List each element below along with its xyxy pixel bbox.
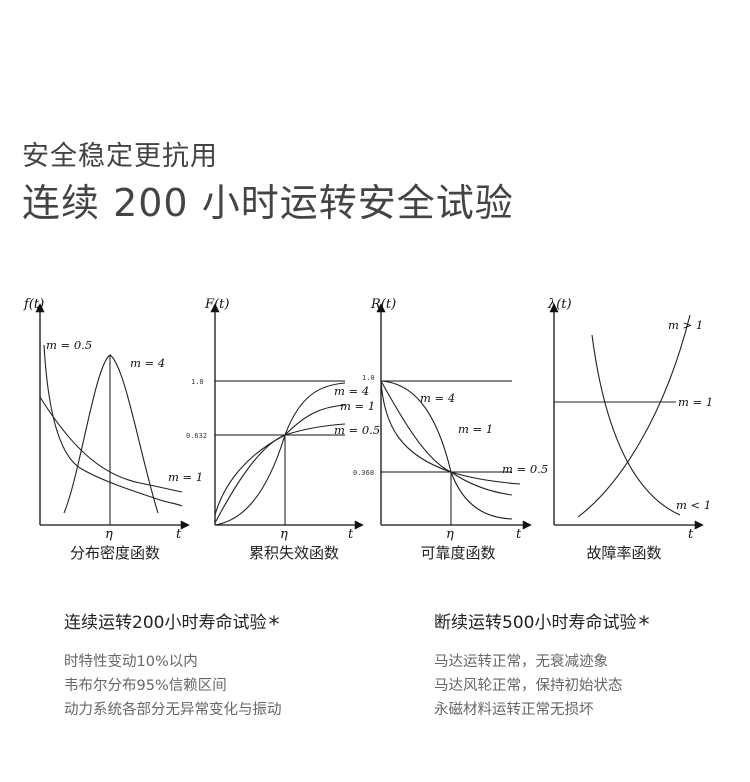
- series-curve: [39, 396, 183, 493]
- page-subtitle: 安全稳定更抗用: [22, 141, 218, 172]
- x-axis-label: t: [688, 527, 694, 542]
- y-axis-label: F(t): [204, 297, 229, 312]
- y-tick: 1.0: [362, 374, 375, 382]
- feature-title-500h: 断续运转500小时寿命试验*: [434, 608, 649, 638]
- series-curve: [63, 354, 159, 514]
- eta-tick: η: [105, 527, 113, 542]
- series-label: m = 4: [130, 356, 165, 370]
- star-mark: *: [268, 613, 280, 638]
- chart-hazard: λ(t) t m > 1 m = 1 m < 1: [547, 297, 713, 542]
- series-label: m = 0.5: [46, 338, 92, 352]
- series-curve: [214, 423, 346, 516]
- list-item: 时特性变动10%以内: [64, 654, 198, 670]
- series-label: m = 4: [420, 391, 455, 405]
- x-axis-label: t: [516, 527, 522, 542]
- series-curve: [214, 404, 346, 524]
- chart-caption-cdf: 累积失效函数: [248, 544, 339, 562]
- series-curve: [214, 382, 346, 526]
- page-title: 连续 200 小时运转安全试验: [22, 181, 514, 225]
- list-item: 韦布尔分布95%信赖区间: [64, 678, 227, 694]
- feature-list-200h: 时特性变动10%以内 韦布尔分布95%信赖区间 动力系统各部分无异常变化与振动: [64, 650, 282, 722]
- series-label: m < 1: [676, 498, 711, 512]
- chart-caption-density: 分布密度函数: [69, 544, 160, 562]
- star-mark: *: [638, 613, 650, 638]
- y-tick: 0.632: [186, 432, 207, 440]
- feature-title-text: 连续运转200小时寿命试验: [64, 613, 267, 633]
- series-label: m = 1: [458, 422, 493, 436]
- y-tick: 1.0: [191, 378, 204, 386]
- feature-title-200h: 连续运转200小时寿命试验*: [64, 608, 279, 638]
- series-label: m = 4: [334, 384, 369, 398]
- series-label: m > 1: [668, 318, 703, 332]
- series-label: m = 0.5: [334, 423, 380, 437]
- weibull-charts: f(t) t η m = 0.5 m = 4 m = 1 F(t) t η 1.…: [23, 297, 713, 542]
- series-label: m = 0.5: [502, 462, 548, 476]
- y-tick: 0.368: [353, 469, 374, 477]
- chart-caption-reliability: 可靠度函数: [420, 544, 496, 562]
- series-curve: [591, 334, 681, 516]
- eta-tick: η: [446, 527, 454, 542]
- list-item: 永磁材料运转正常无损坏: [434, 702, 594, 718]
- chart-cdf: F(t) t η 1.0 0.632 m = 4 m = 1 m = 0.5: [186, 297, 380, 542]
- list-item: 马达风轮正常，保持初始状态: [434, 678, 623, 694]
- x-axis-label: t: [176, 527, 182, 542]
- series-curve: [577, 314, 691, 518]
- chart-density: f(t) t η m = 0.5 m = 4 m = 1: [23, 297, 203, 542]
- list-item: 动力系统各部分无异常变化与振动: [64, 702, 282, 718]
- series-label: m = 1: [168, 470, 203, 484]
- eta-tick: η: [280, 527, 288, 542]
- series-curve: [380, 380, 521, 485]
- x-axis-label: t: [348, 527, 354, 542]
- chart-caption-hazard: 故障率函数: [586, 544, 662, 562]
- list-item: 马达运转正常，无衰减迹象: [434, 654, 608, 670]
- series-label: m = 1: [340, 399, 375, 413]
- y-axis-label: λ(t): [547, 297, 572, 312]
- feature-title-text: 断续运转500小时寿命试验: [434, 613, 637, 633]
- chart-reliability: R(t) t η 1.0 0.368 m = 4 m = 1 m = 0.5: [353, 297, 548, 542]
- y-axis-label: f(t): [23, 297, 44, 312]
- feature-list-500h: 马达运转正常，无衰减迹象 马达风轮正常，保持初始状态 永磁材料运转正常无损坏: [434, 650, 623, 722]
- series-label: m = 1: [678, 395, 713, 409]
- y-axis-label: R(t): [370, 297, 396, 312]
